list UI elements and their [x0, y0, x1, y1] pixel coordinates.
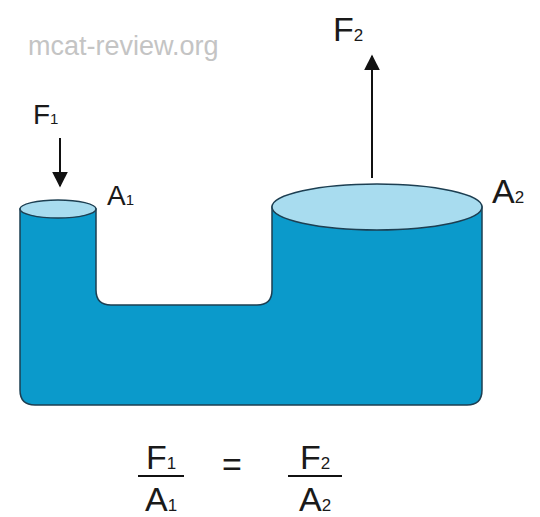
large-piston-surface — [272, 184, 482, 230]
equation-term: A2 — [299, 482, 331, 516]
force-label: F2 — [333, 12, 363, 46]
area-label: A1 — [107, 182, 134, 210]
equals-sign: = — [222, 447, 242, 481]
area-label: A2 — [492, 174, 524, 208]
small-piston-surface — [20, 200, 96, 218]
fluid-vessel — [20, 207, 482, 405]
equation-term: F2 — [300, 440, 330, 474]
force-label: F1 — [33, 101, 58, 129]
force-arrow — [371, 56, 373, 178]
force-arrow — [59, 138, 61, 186]
watermark: mcat-review.org — [28, 33, 219, 60]
equation-term: A1 — [145, 482, 177, 516]
equation-term: F1 — [146, 440, 176, 474]
